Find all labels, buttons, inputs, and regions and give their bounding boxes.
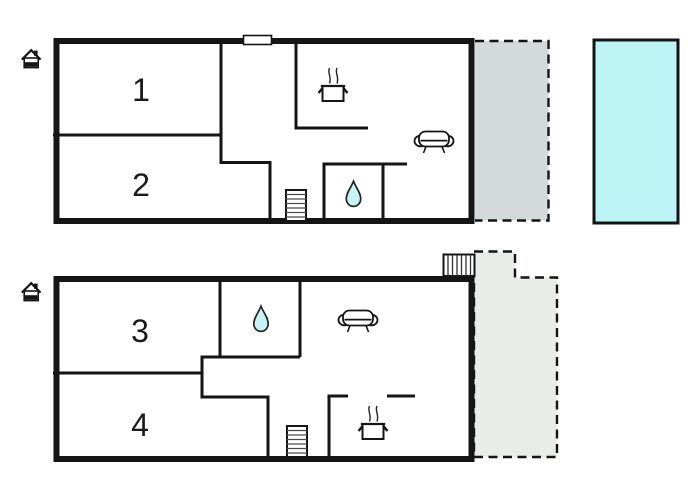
house-entrance-icon xyxy=(20,282,42,302)
stairs-icon xyxy=(286,425,308,458)
upper-floor-outer-wall xyxy=(53,38,475,224)
lower-floor-outer-wall xyxy=(53,276,475,462)
house-entrance-icon xyxy=(20,49,42,69)
upper-terrace xyxy=(475,39,550,222)
interior-wall xyxy=(322,162,407,221)
room-2-label: 2 xyxy=(132,167,150,203)
lower-terrace xyxy=(472,250,559,459)
room-1-label: 1 xyxy=(132,72,150,108)
upper-floor: 1 2 xyxy=(20,34,680,225)
lower-floor: 3 4 xyxy=(20,250,559,462)
room-4-label: 4 xyxy=(131,407,149,443)
interior-wall xyxy=(219,41,272,221)
interior-wall xyxy=(294,41,368,130)
interior-wall xyxy=(327,394,348,459)
exterior-stairs-icon xyxy=(442,253,476,277)
window xyxy=(242,34,273,46)
pool xyxy=(592,38,680,225)
interior-wall xyxy=(200,355,300,459)
stairs-icon xyxy=(285,189,307,222)
room-3-label: 3 xyxy=(131,313,149,349)
